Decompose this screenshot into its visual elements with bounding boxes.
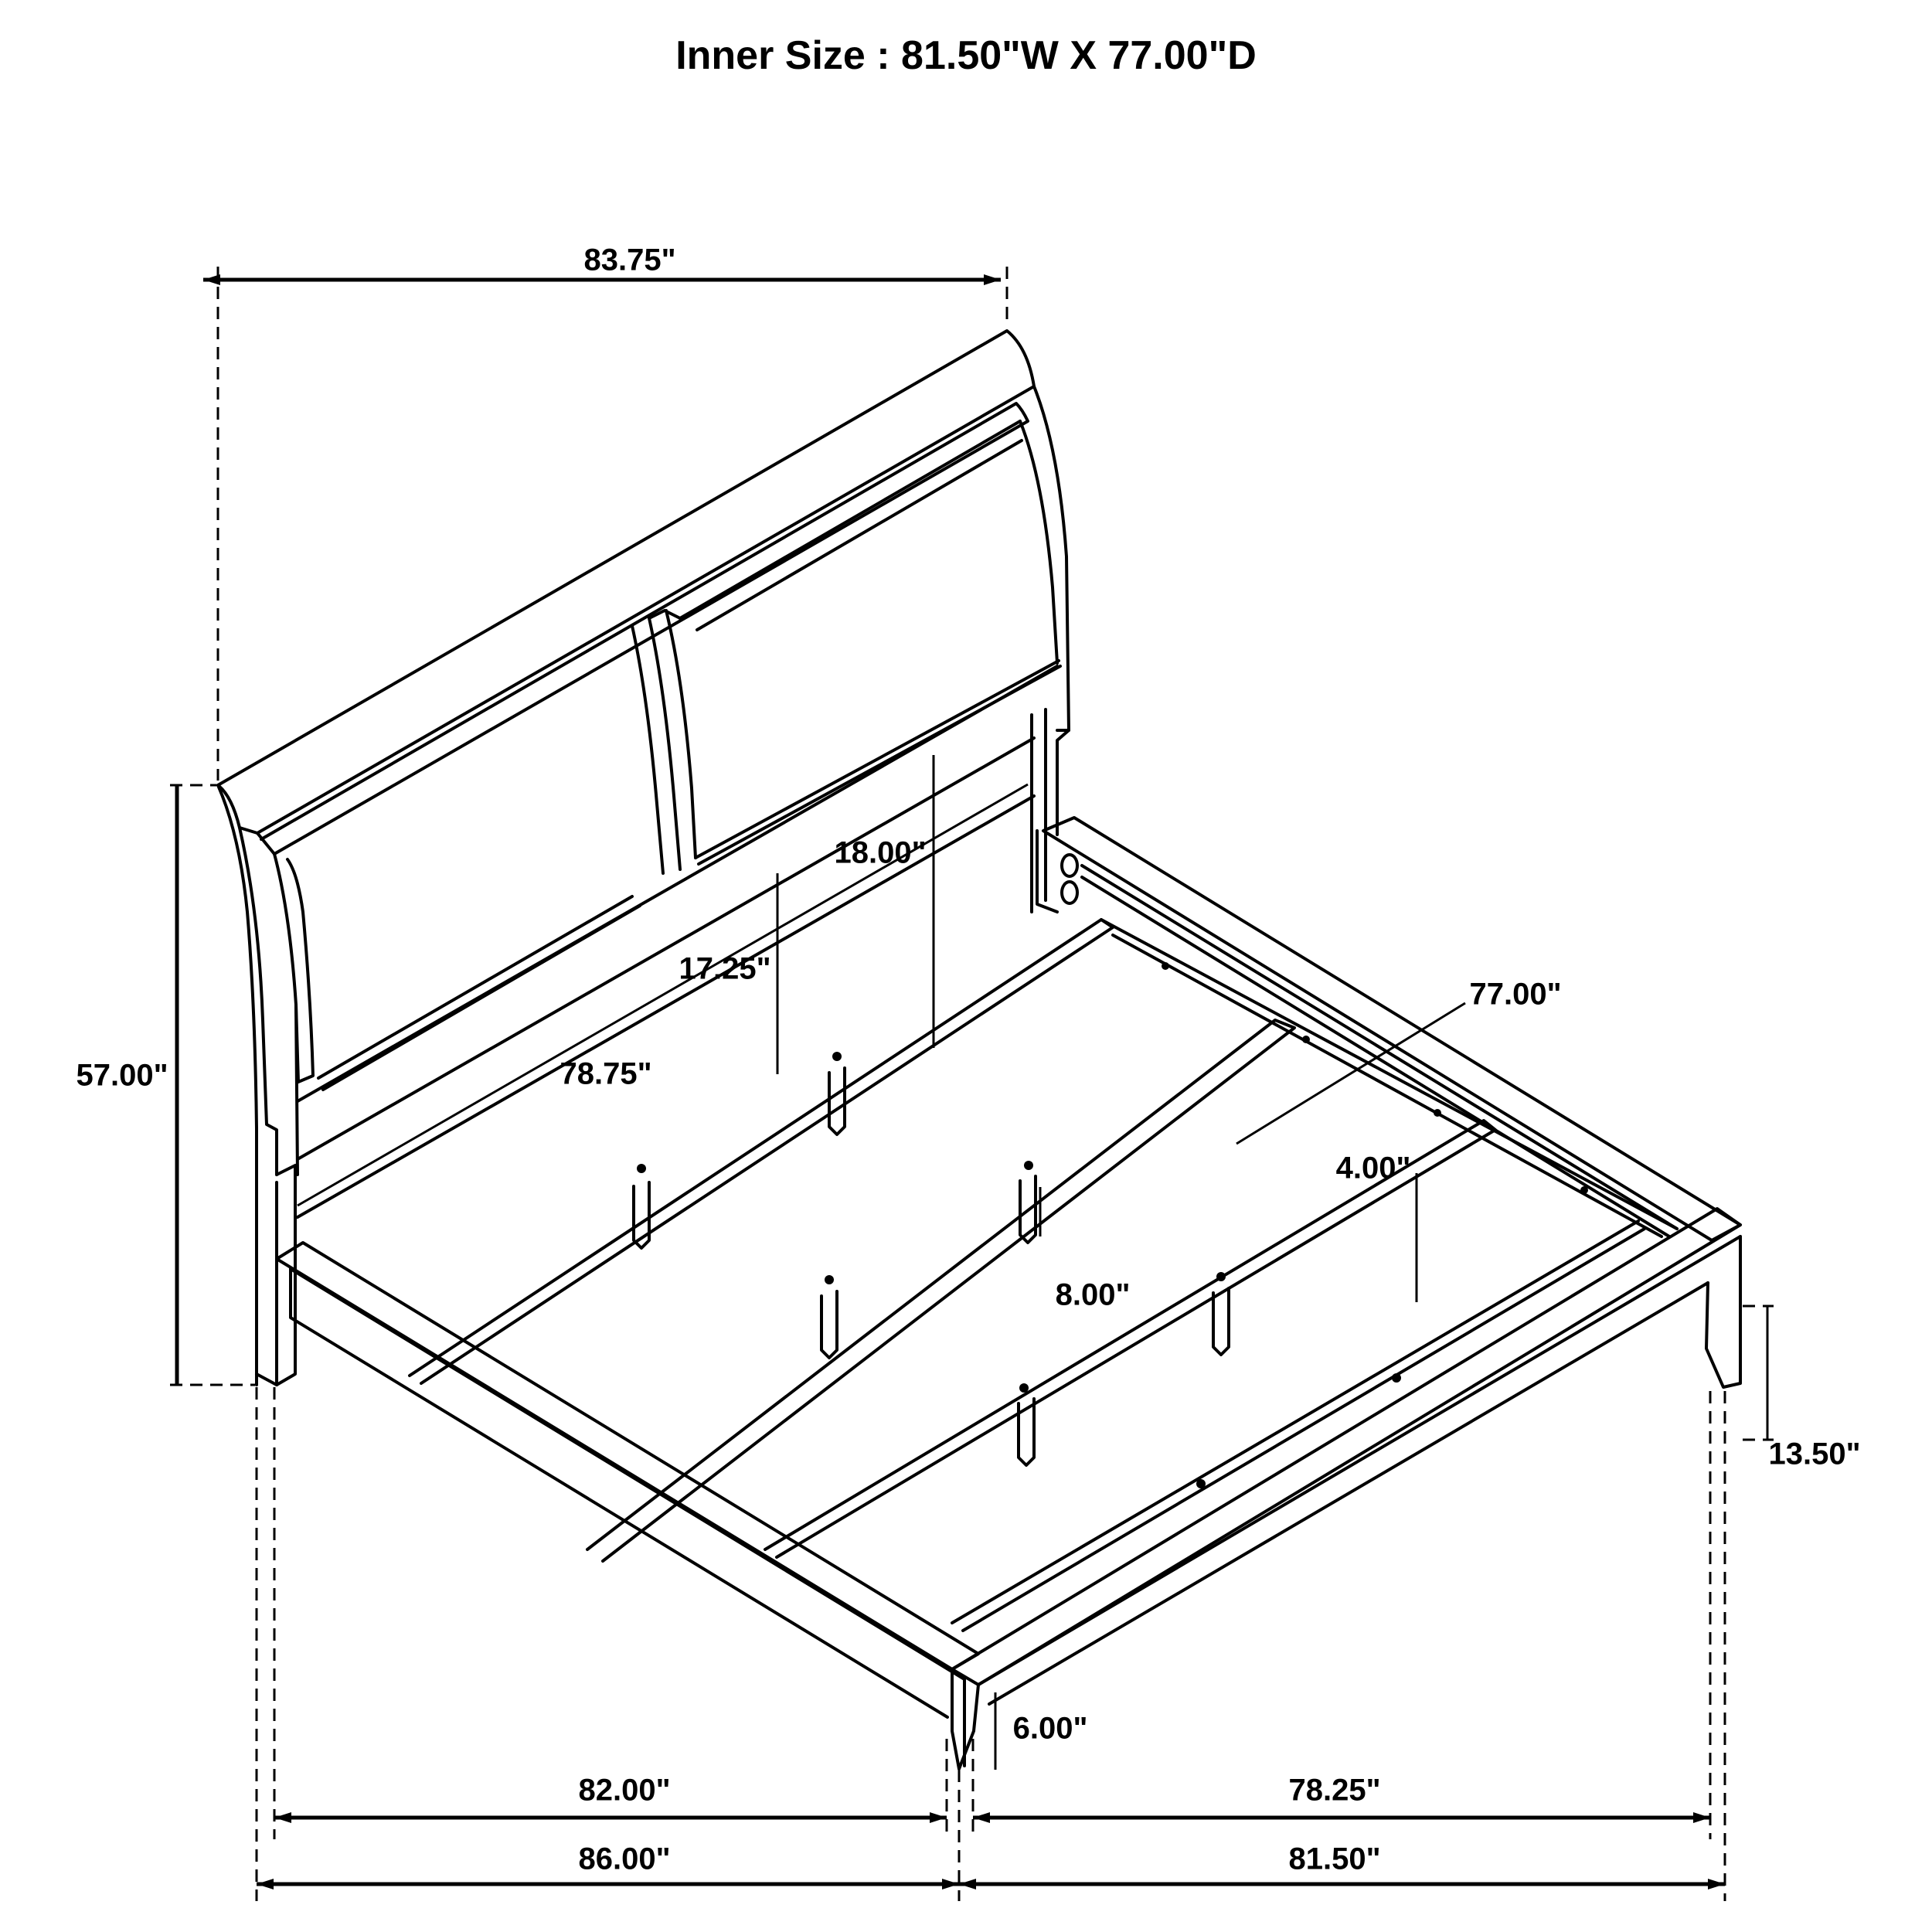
- dim-footboard-height: 13.50": [1768, 1437, 1861, 1471]
- frame-rails: [275, 816, 1742, 1770]
- dim-panel-height-back: 18.00": [834, 835, 927, 870]
- dim-center-leg-height: 8.00": [1055, 1277, 1131, 1312]
- dim-inner-rail-width: 78.75": [560, 1056, 652, 1091]
- dim-inner-width: 78.25": [1288, 1773, 1381, 1808]
- dimension-lines: [170, 267, 1774, 1901]
- dim-overall-width: 81.50": [1288, 1842, 1381, 1876]
- dim-inner-depth: 77.00": [1469, 977, 1562, 1012]
- dim-headboard-height: 57.00": [76, 1058, 168, 1093]
- dim-overall-length: 86.00": [578, 1842, 671, 1876]
- dim-panel-height-front: 17.25": [679, 951, 771, 986]
- inner-size-title: Inner Size : 81.50"W X 77.00"D: [675, 33, 1257, 78]
- dim-foot-leg-height: 6.00": [1012, 1711, 1088, 1746]
- headboard: [216, 329, 1070, 1386]
- dim-slat-support-drop: 4.00": [1335, 1151, 1411, 1185]
- dim-headboard-width: 83.75": [583, 243, 676, 277]
- dim-inner-length: 82.00": [578, 1773, 671, 1808]
- slats: [408, 918, 1679, 1563]
